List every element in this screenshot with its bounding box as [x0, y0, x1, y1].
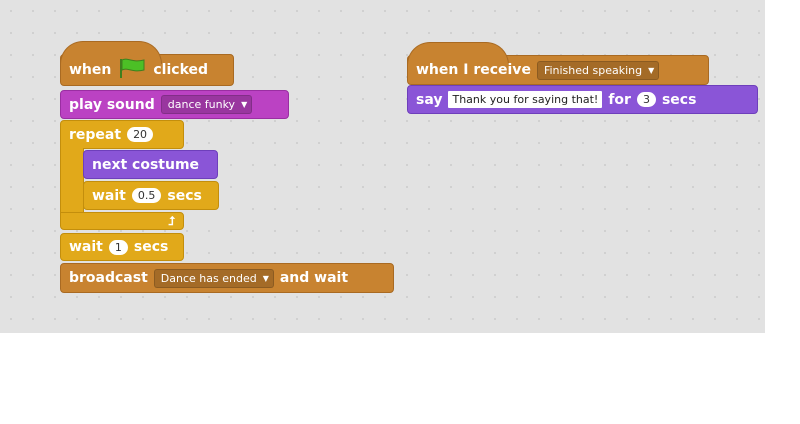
next-costume-block[interactable]: next costume [83, 150, 218, 179]
receive-message: Finished speaking [543, 63, 643, 77]
when-i-receive-label: when I receive [416, 62, 531, 78]
loop-arrow-icon: ⮥ [167, 213, 175, 228]
repeat-end: ⮥ [60, 212, 184, 230]
when-flag-clicked-block[interactable]: when clicked [60, 41, 234, 86]
broadcast-label: broadcast [69, 270, 148, 286]
say-label: say [416, 91, 443, 108]
sound-name: dance funky [167, 98, 236, 111]
say-for-secs-block[interactable]: say Thank you for saying that! for 3 sec… [407, 85, 758, 114]
and-wait-label: and wait [279, 270, 349, 286]
repeat-label: repeat [69, 126, 122, 143]
broadcast-and-wait-block[interactable]: broadcast Dance has ended ▼ and wait [60, 263, 394, 293]
wait-inner-block[interactable]: wait 0.5 secs [83, 181, 219, 210]
wait-label: wait [69, 239, 103, 255]
say-secs-input[interactable]: 3 [636, 92, 656, 107]
dropdown-arrow-icon: ▼ [262, 273, 269, 283]
play-sound-label: play sound [69, 96, 155, 113]
broadcast-message: Dance has ended [160, 271, 257, 285]
dropdown-arrow-icon: ▼ [241, 100, 248, 109]
wait-outer-input[interactable]: 1 [108, 239, 128, 255]
when-i-receive-block[interactable]: when I receive Finished speaking ▼ [407, 42, 709, 85]
repeat-arm [60, 148, 84, 214]
say-text-input[interactable]: Thank you for saying that! [448, 91, 603, 108]
green-flag-icon [117, 57, 147, 83]
receive-message-dropdown[interactable]: Finished speaking ▼ [536, 60, 660, 80]
repeat-count-input[interactable]: 20 [127, 127, 154, 142]
sound-dropdown[interactable]: dance funky ▼ [160, 95, 253, 114]
secs-label: secs [133, 239, 169, 255]
secs-label: secs [167, 187, 202, 204]
repeat-block[interactable]: repeat 20 [60, 120, 184, 149]
secs-label: secs [661, 91, 697, 108]
wait-outer-block[interactable]: wait 1 secs [60, 233, 184, 261]
for-label: for [608, 91, 631, 108]
next-costume-label: next costume [92, 156, 200, 173]
clicked-label: clicked [153, 62, 209, 78]
wait-label: wait [92, 187, 126, 204]
broadcast-message-dropdown[interactable]: Dance has ended ▼ [153, 268, 274, 288]
scripts-area[interactable]: when clicked play sound dance funky ▼ re… [0, 0, 765, 333]
wait-inner-input[interactable]: 0.5 [131, 188, 162, 203]
dropdown-arrow-icon: ▼ [648, 65, 655, 75]
play-sound-block[interactable]: play sound dance funky ▼ [60, 90, 289, 119]
when-label: when [69, 62, 112, 78]
